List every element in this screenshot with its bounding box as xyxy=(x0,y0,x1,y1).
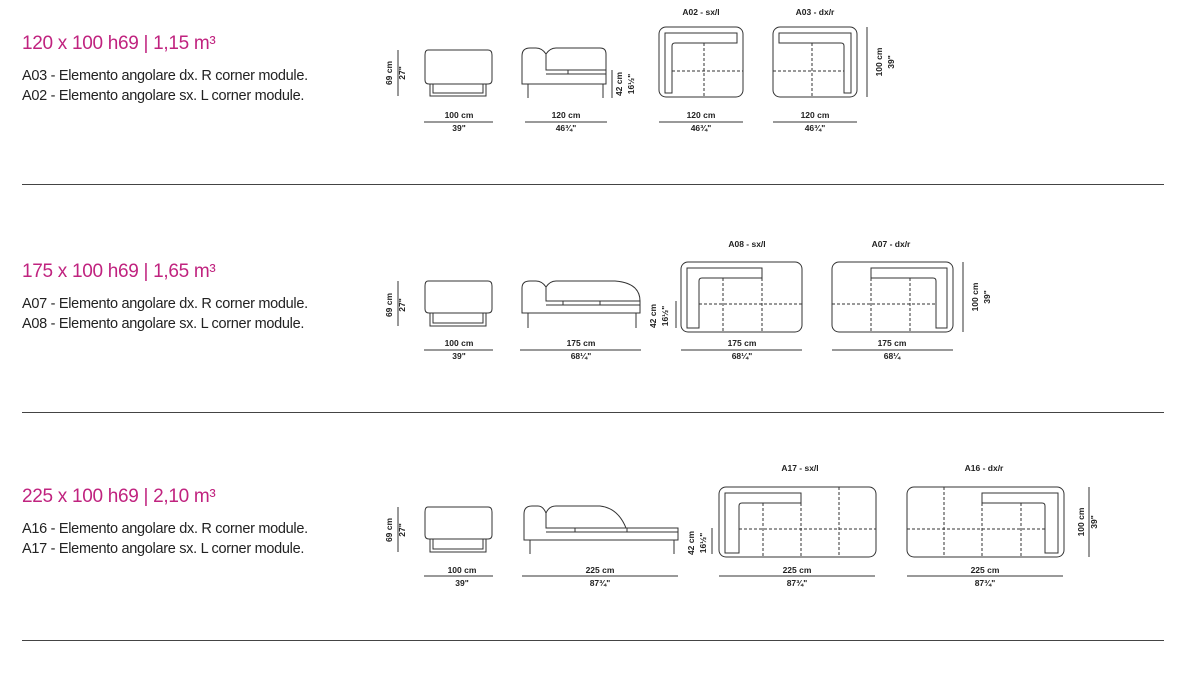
side-width-label: 100 cm xyxy=(445,338,474,348)
depth-in-label: 39" xyxy=(886,55,896,69)
plan-left-width: 120 cm xyxy=(687,110,716,120)
plan-right-drawing xyxy=(906,486,1090,577)
front-width-in-label: 68¼" xyxy=(571,351,592,361)
plan-right-width-in: 87¾" xyxy=(975,578,996,588)
plan-right-width-in: 68¼ xyxy=(884,351,901,361)
front-view-drawing xyxy=(522,505,713,577)
module-drawings: 69 cm 27" 100 cm 39" 120 cm 46¾" 42 cm 1… xyxy=(384,7,896,133)
height-in-label: 27" xyxy=(397,523,407,537)
side-width-in-label: 39" xyxy=(452,351,466,361)
module-section-225: 225 x 100 h69 | 2,10 m³ A16 - Elemento a… xyxy=(0,456,1181,684)
module-title: 225 x 100 h69 | 2,10 m³ xyxy=(22,486,216,507)
front-width-in-label: 46¾" xyxy=(556,123,577,133)
side-view-drawing xyxy=(397,506,493,577)
depth-cm-label: 100 cm xyxy=(1076,507,1086,536)
seat-cm-label: 42 cm xyxy=(614,72,624,97)
side-view-drawing xyxy=(397,280,493,351)
module-section-175: 175 x 100 h69 | 1,65 m³ A07 - Elemento a… xyxy=(0,228,1181,456)
plan-right-code: A03 - dx/r xyxy=(796,7,835,17)
module-desc-line1: A16 - Elemento angolare dx. R corner mod… xyxy=(22,521,308,537)
side-width-label: 100 cm xyxy=(445,110,474,120)
module-drawings: 69 cm 27" 100 cm 39" 175 cm 68¼" 42 cm 1… xyxy=(384,239,992,361)
plan-right-drawing xyxy=(831,261,964,351)
plan-left-width-in: 46¾" xyxy=(691,123,712,133)
depth-cm-label: 100 cm xyxy=(874,47,884,76)
module-desc-line2: A17 - Elemento angolare sx. L corner mod… xyxy=(22,541,305,557)
module-desc-line2: A02 - Elemento angolare sx. L corner mod… xyxy=(22,88,305,104)
plan-left-width-in: 87¾" xyxy=(787,578,808,588)
height-cm-label: 69 cm xyxy=(384,518,394,543)
plan-right-code: A16 - dx/r xyxy=(965,463,1004,473)
side-width-in-label: 39" xyxy=(455,578,469,588)
module-title: 175 x 100 h69 | 1,65 m³ xyxy=(22,261,216,282)
plan-left-width: 225 cm xyxy=(783,565,812,575)
depth-in-label: 39" xyxy=(1089,515,1099,529)
seat-in-label: 16½" xyxy=(660,306,670,327)
section-divider xyxy=(22,412,1164,413)
plan-left-code: A17 - sx/l xyxy=(781,463,818,473)
section-divider xyxy=(22,184,1164,185)
plan-right-width: 225 cm xyxy=(971,565,1000,575)
plan-left-width: 175 cm xyxy=(728,338,757,348)
front-width-label: 225 cm xyxy=(586,565,615,575)
module-title: 120 x 100 h69 | 1,15 m³ xyxy=(22,33,216,54)
front-view-drawing xyxy=(521,47,613,123)
plan-left-code: A02 - sx/l xyxy=(682,7,719,17)
height-in-label: 27" xyxy=(397,298,407,312)
module-desc-line2: A08 - Elemento angolare sx. L corner mod… xyxy=(22,316,305,332)
side-width-in-label: 39" xyxy=(452,123,466,133)
plan-left-drawing xyxy=(680,261,803,351)
side-width-label: 100 cm xyxy=(448,565,477,575)
seat-in-label: 16½" xyxy=(626,74,636,95)
height-cm-label: 69 cm xyxy=(384,293,394,318)
plan-right-code: A07 - dx/r xyxy=(872,239,911,249)
module-drawings: 69 cm 27" 100 cm 39" 225 cm 87¾" 42 cm 1… xyxy=(384,463,1099,588)
plan-left-drawing xyxy=(718,486,877,577)
seat-cm-label: 42 cm xyxy=(648,304,658,329)
module-section-120: 120 x 100 h69 | 1,15 m³ A03 - Elemento a… xyxy=(0,0,1181,228)
height-cm-label: 69 cm xyxy=(384,61,394,86)
depth-cm-label: 100 cm xyxy=(970,282,980,311)
plan-left-drawing xyxy=(658,26,744,123)
side-view-drawing xyxy=(397,49,493,123)
module-desc-line1: A03 - Elemento angolare dx. R corner mod… xyxy=(22,68,308,84)
plan-left-code: A08 - sx/l xyxy=(728,239,765,249)
plan-right-drawing xyxy=(772,26,868,123)
height-in-label: 27" xyxy=(397,66,407,80)
depth-in-label: 39" xyxy=(982,290,992,304)
section-divider xyxy=(22,640,1164,641)
plan-left-width-in: 68¼" xyxy=(732,351,753,361)
seat-cm-label: 42 cm xyxy=(686,531,696,556)
front-width-label: 175 cm xyxy=(567,338,596,348)
front-width-label: 120 cm xyxy=(552,110,581,120)
plan-right-width-in: 46¾" xyxy=(805,123,826,133)
seat-in-label: 16½" xyxy=(698,533,708,554)
front-view-drawing xyxy=(520,280,677,351)
plan-right-width: 175 cm xyxy=(878,338,907,348)
plan-right-width: 120 cm xyxy=(801,110,830,120)
module-desc-line1: A07 - Elemento angolare dx. R corner mod… xyxy=(22,296,308,312)
front-width-in-label: 87¾" xyxy=(590,578,611,588)
